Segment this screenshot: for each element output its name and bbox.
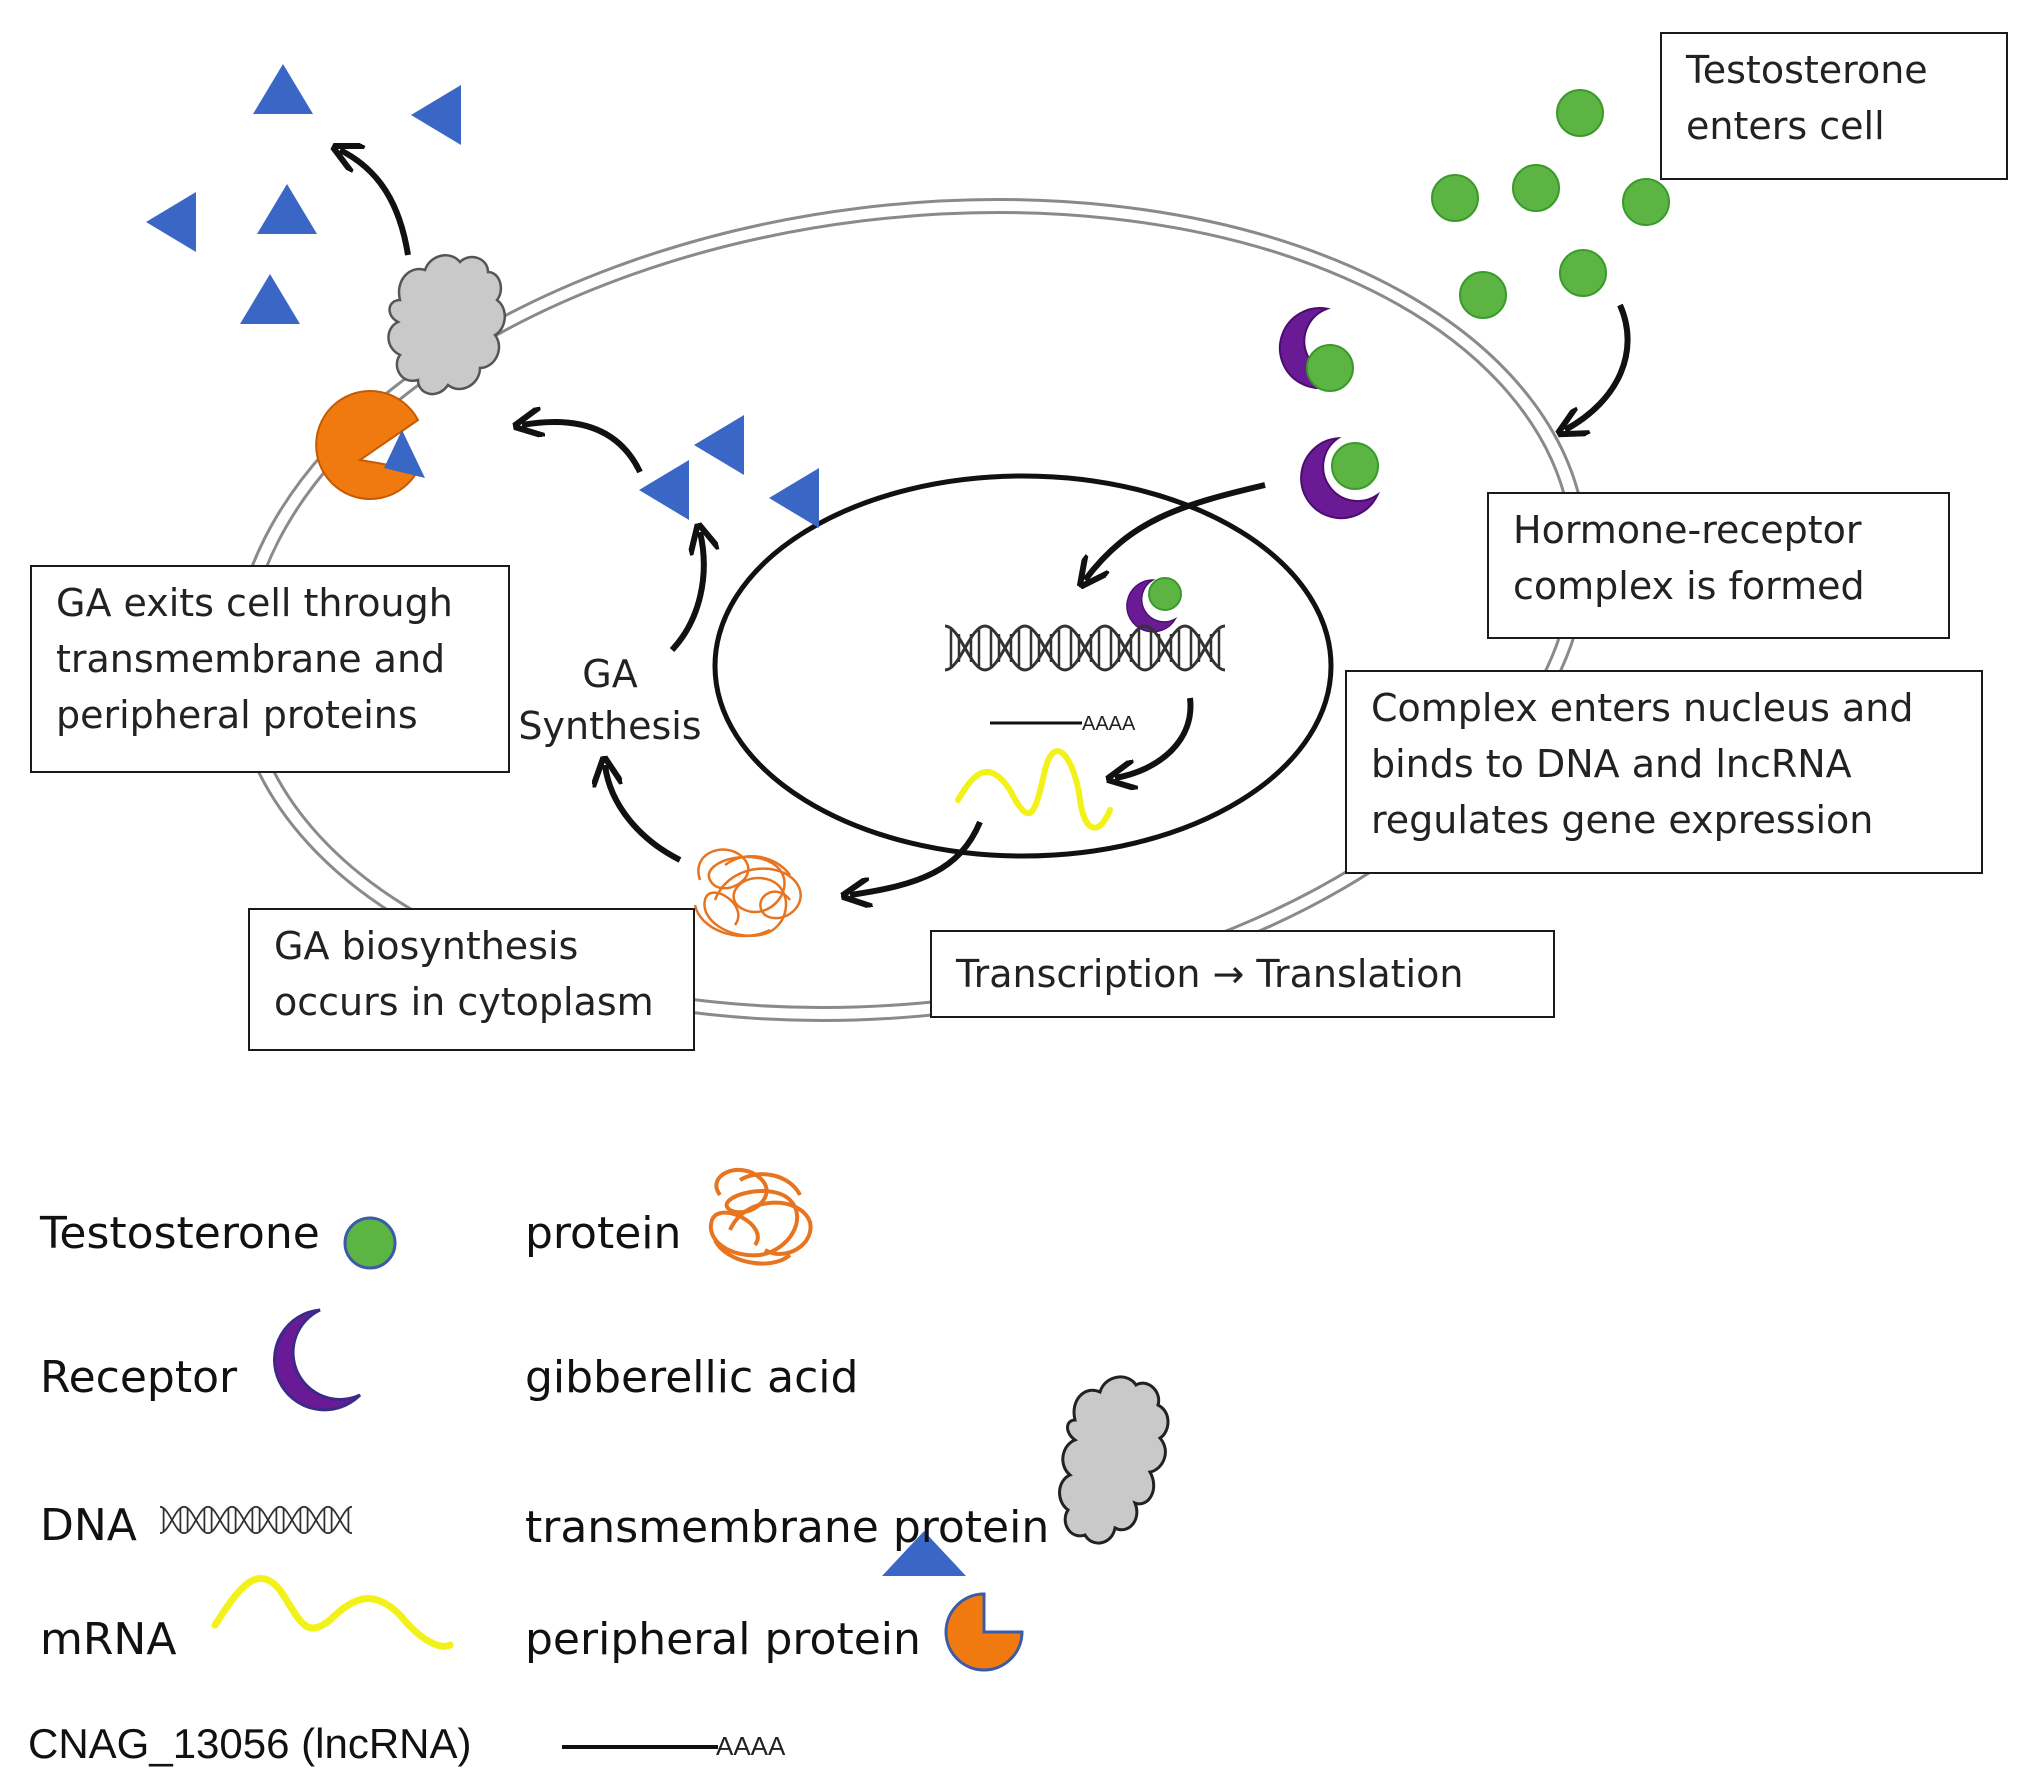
arrow-protein-to-synthesis: [605, 765, 682, 863]
legend-dna-icon: [159, 1505, 353, 1535]
gibberellic-acid-cluster-cytoplasm: [639, 415, 819, 528]
testosterone-molecule: [1459, 271, 1507, 319]
testosterone-molecule: [1512, 164, 1560, 212]
box-line: regulates gene expression: [1371, 798, 1874, 842]
bound-testosterone: [1148, 577, 1182, 611]
legend-mrna-icon: [211, 1575, 454, 1650]
lncrna-tail: AAAA: [1082, 713, 1136, 735]
box-line: binds to DNA and lncRNA: [1371, 742, 1852, 786]
legend-peripheral-protein-icon: [944, 1592, 1024, 1672]
box-line: enters cell: [1686, 104, 1885, 148]
ga-exits-box: GA exits cell through transmembrane and …: [30, 565, 510, 773]
arrow-ga-exit: [340, 150, 411, 256]
gibberellic-acid: [769, 468, 819, 528]
nucleus: [712, 473, 1334, 859]
legend-gibberellic-acid-icon: [882, 1531, 966, 1577]
box-line: Transcription → Translation: [956, 952, 1464, 996]
dna-helix: [943, 624, 1227, 672]
gibberellic-acid: [146, 192, 196, 252]
legend-protein-label: protein: [525, 1208, 682, 1259]
box-line: occurs in cytoplasm: [274, 980, 654, 1024]
gibberellic-acid-bound: [384, 430, 425, 478]
testosterone-molecule: [1431, 174, 1479, 222]
arrow-mrna-to-protein: [850, 820, 983, 895]
box-line: Complex enters nucleus and: [1371, 686, 1914, 730]
legend-receptor-label: Receptor: [40, 1352, 238, 1403]
gibberellic-acid: [694, 415, 744, 475]
gibberellic-acid: [639, 460, 689, 520]
testosterone-molecule: [1559, 249, 1607, 297]
legend-gibberellic-acid-label: gibberellic acid: [525, 1352, 859, 1403]
bound-testosterone: [1306, 344, 1354, 392]
arrow-ga-to-membrane: [522, 422, 643, 474]
testosterone-cluster: [1431, 89, 1670, 319]
gibberellic-acid: [240, 274, 300, 324]
legend-testosterone-icon: [343, 1216, 397, 1270]
complex-enters-box: Complex enters nucleus and binds to DNA …: [1345, 670, 1983, 874]
legend-lncrna-tail: AAAA: [716, 1731, 786, 1761]
arrow-complex-to-nucleus: [1085, 482, 1266, 580]
legend-transmembrane-protein-icon: [1058, 1375, 1170, 1545]
testosterone-enters-box: Testosterone enters cell: [1660, 32, 2008, 180]
arrow-dna-to-mrna: [1115, 697, 1194, 778]
bound-testosterone: [1331, 442, 1379, 490]
legend-transmembrane-protein-label: transmembrane protein: [525, 1502, 1050, 1553]
box-line: transmembrane and: [56, 637, 446, 681]
ga-synthesis-label: GA Synthesis: [510, 648, 710, 752]
testosterone-molecule: [1556, 89, 1604, 137]
label-line: GA: [582, 652, 638, 696]
label-line: Synthesis: [518, 704, 702, 748]
box-line: GA exits cell through: [56, 581, 453, 625]
legend-lncrna-label: CNAG_13056 (lncRNA): [28, 1720, 472, 1767]
arrow-testosterone-entry: [1565, 303, 1631, 430]
mrna-strand: [955, 748, 1113, 831]
testosterone-molecule: [1622, 178, 1670, 226]
legend-dna-label: DNA: [40, 1500, 137, 1551]
legend-protein-icon: [708, 1167, 813, 1266]
gibberellic-acid: [411, 85, 461, 145]
legend-mrna-label: mRNA: [40, 1614, 177, 1665]
box-line: complex is formed: [1513, 564, 1865, 608]
box-line: peripheral proteins: [56, 693, 418, 737]
gibberellic-acid: [257, 184, 317, 234]
box-line: GA biosynthesis: [274, 924, 579, 968]
ga-biosynthesis-box: GA biosynthesis occurs in cytoplasm: [248, 908, 695, 1051]
gibberellic-acid: [253, 64, 313, 114]
transcription-translation-box: Transcription → Translation: [930, 930, 1555, 1018]
arrow-synthesis-to-ga: [669, 532, 704, 653]
peripheral-protein: [315, 390, 420, 500]
box-line: Hormone-receptor: [1513, 508, 1862, 552]
hormone-receptor-box: Hormone-receptor complex is formed: [1487, 492, 1950, 639]
legend-testosterone-label: Testosterone: [40, 1208, 320, 1259]
protein-tangle: [693, 848, 802, 938]
legend-peripheral-protein-label: peripheral protein: [525, 1614, 921, 1665]
box-line: Testosterone: [1686, 48, 1928, 92]
transmembrane-protein: [387, 254, 506, 396]
legend-receptor-icon: [273, 1308, 362, 1412]
